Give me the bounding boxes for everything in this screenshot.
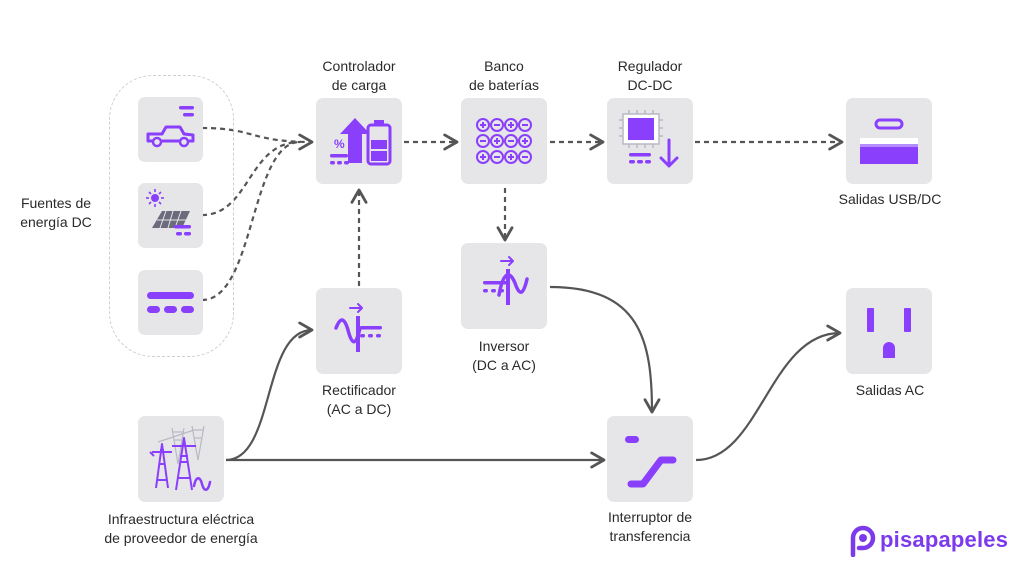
usb-port-icon (860, 118, 918, 164)
ac-outputs-box (846, 288, 932, 374)
label-infraestructura: Infraestructura eléctrica de proveedor d… (104, 511, 258, 546)
svg-text:%: % (334, 137, 345, 151)
battery-bank-icon (476, 118, 532, 164)
label-salidas-usb: Salidas USB/DC (838, 191, 942, 207)
solar-panel-icon (146, 189, 191, 236)
dc-dc-regulator-icon (619, 110, 679, 168)
transfer-switch-box (607, 416, 693, 502)
power-grid-box (138, 416, 224, 502)
transfer-switch-icon (625, 436, 677, 488)
label-fuentes: Fuentes de energía DC (20, 195, 92, 230)
battery-bank-box (461, 98, 547, 184)
ac-outlet-icon (867, 308, 911, 358)
label-controlador: Controlador de carga (322, 58, 396, 93)
connector-dc-controller (201, 140, 301, 302)
connector-inverter-switch (549, 285, 661, 414)
label-banco: Banco de baterías (468, 58, 540, 93)
label-rectificador: Rectificador (AC a DC) (322, 382, 396, 417)
dc-symbol-icon (147, 292, 194, 313)
vehicle-icon (146, 106, 195, 148)
label-inversor: Inversor (DC a AC) (472, 338, 536, 373)
connector-switch-ac (695, 324, 842, 462)
charge-controller-icon: % (330, 118, 392, 166)
inverter-icon (483, 256, 529, 305)
brand-logo: pisapapeles (846, 520, 1008, 560)
label-interruptor: Interruptor de transferencia (607, 509, 693, 544)
usb-dc-outputs-box (846, 98, 932, 184)
source-dc-box (138, 270, 203, 335)
label-salidas-ac: Salidas AC (855, 382, 925, 398)
power-grid-icon (149, 425, 212, 491)
charge-controller-box: % (316, 98, 402, 184)
rectifier-box (316, 288, 402, 374)
dc-sources-group (109, 75, 234, 357)
dc-dc-regulator-box (607, 98, 693, 184)
brand-name: pisapapeles (880, 527, 1009, 552)
connector-grid-rectifier (225, 321, 314, 462)
inverter-box (461, 243, 547, 329)
source-solar-box (138, 183, 203, 248)
rectifier-icon (334, 303, 382, 352)
label-regulador: Regulador DC-DC (617, 58, 683, 93)
source-vehicle-box (138, 97, 203, 162)
connector-solar-controller (201, 140, 301, 217)
pisapapeles-logo-icon (850, 525, 876, 557)
connector-vehicle-controller (201, 126, 314, 151)
